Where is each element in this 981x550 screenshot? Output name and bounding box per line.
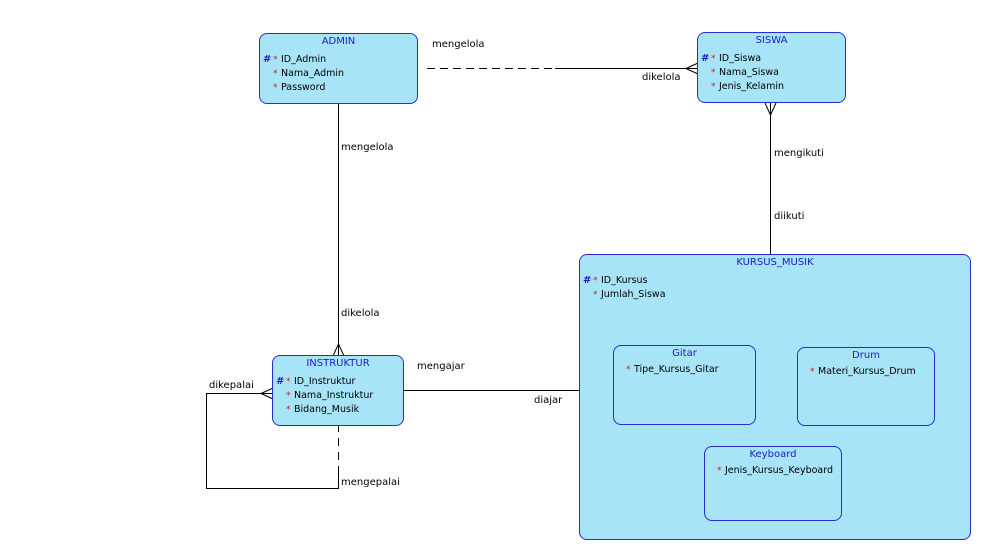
attribute-name: Bidang_Musik [294, 404, 360, 415]
crowfoot-siswa-kursus [764, 102, 777, 116]
attribute-name: ID_Instruktur [294, 376, 356, 387]
rel-label-admin-instruktur-from: mengelola [341, 142, 394, 153]
attribute-name: Jumlah_Siswa [601, 289, 666, 300]
attribute-row: * Materi_Kursus_Drum [798, 365, 934, 379]
attribute-row: # * ID_Siswa [698, 52, 845, 66]
attribute-name: Nama_Instruktur [294, 390, 374, 401]
attribute-name: Jenis_Kelamin [719, 81, 784, 92]
attribute-row: * Jumlah_Siswa [580, 288, 970, 302]
attribute-row: * Nama_Admin [260, 67, 417, 81]
required-icon: * [717, 466, 722, 476]
primary-key-icon: # [276, 376, 285, 387]
required-icon: * [273, 83, 278, 93]
attribute-row: # * ID_Instruktur [273, 375, 403, 389]
rel-label-siswa-kursus-from: mengikuti [774, 148, 824, 159]
rel-label-self-to: mengepalai [341, 477, 400, 488]
entity-title: KURSUS_MUSIK [736, 257, 814, 268]
primary-key-icon: # [583, 275, 592, 286]
attribute-row: * Password [260, 81, 417, 95]
attribute-name: ID_Siswa [719, 53, 762, 64]
required-icon: * [273, 69, 278, 79]
entity-title: Gitar [672, 348, 697, 359]
required-icon: * [711, 68, 716, 78]
attribute-row: * Bidang_Musik [273, 403, 403, 417]
attribute-name: Nama_Siswa [719, 67, 779, 78]
required-icon: * [711, 82, 716, 92]
required-icon: * [593, 290, 598, 300]
entity-admin[interactable]: ADMIN # * ID_Admin * Nama_Admin * Passwo… [259, 33, 418, 104]
attribute-row: # * ID_Admin [260, 53, 417, 67]
required-icon: * [711, 54, 716, 64]
attribute-name: Password [281, 82, 326, 93]
attribute-row: # * ID_Kursus [580, 274, 970, 288]
required-icon: * [593, 276, 598, 286]
attribute-row: * Tipe_Kursus_Gitar [614, 363, 755, 377]
attribute-name: Jenis_Kursus_Keyboard [725, 465, 834, 476]
rel-label-admin-siswa-from: mengelola [432, 39, 485, 50]
required-icon: * [286, 377, 291, 387]
primary-key-icon: # [701, 53, 710, 64]
entity-title: Drum [852, 350, 880, 361]
attribute-name: Nama_Admin [281, 68, 345, 79]
required-icon: * [626, 365, 631, 375]
attribute-name: ID_Kursus [601, 275, 648, 286]
attribute-row: * Jenis_Kursus_Keyboard [705, 464, 841, 478]
rel-label-admin-instruktur-to: dikelola [341, 308, 380, 319]
required-icon: * [286, 391, 291, 401]
rel-label-self-from: dikepalai [209, 380, 254, 391]
rel-label-admin-siswa-to: dikelola [642, 72, 681, 83]
attribute-row: * Nama_Siswa [698, 66, 845, 80]
entity-title: Keyboard [749, 449, 797, 460]
attribute-name: Materi_Kursus_Drum [818, 366, 916, 377]
required-icon: * [273, 55, 278, 65]
required-icon: * [286, 405, 291, 415]
entity-title: INSTRUKTUR [306, 358, 370, 369]
entity-instruktur[interactable]: INSTRUKTUR # * ID_Instruktur * Nama_Inst… [272, 355, 404, 426]
crowfoot-instruktur-self [260, 387, 274, 400]
rel-label-instruktur-kursus-to: diajar [534, 395, 563, 406]
attribute-name: ID_Admin [281, 54, 327, 65]
primary-key-icon: # [263, 54, 272, 65]
entity-title: SISWA [755, 35, 788, 46]
required-icon: * [810, 367, 815, 377]
attribute-name: Tipe_Kursus_Gitar [634, 364, 719, 375]
rel-label-siswa-kursus-to: diikuti [774, 211, 805, 222]
subtype-drum[interactable]: Drum * Materi_Kursus_Drum [797, 347, 935, 426]
entity-siswa[interactable]: SISWA # * ID_Siswa * Nama_Siswa * Jenis_… [697, 32, 846, 103]
rel-label-instruktur-kursus-from: mengajar [417, 361, 465, 372]
crowfoot-instruktur-admin [332, 343, 345, 357]
subtype-gitar[interactable]: Gitar * Tipe_Kursus_Gitar [613, 345, 756, 425]
attribute-row: * Nama_Instruktur [273, 389, 403, 403]
attribute-row: * Jenis_Kelamin [698, 80, 845, 94]
subtype-keyboard[interactable]: Keyboard * Jenis_Kursus_Keyboard [704, 446, 842, 521]
entity-title: ADMIN [321, 36, 356, 47]
crowfoot-siswa-admin [685, 62, 699, 75]
